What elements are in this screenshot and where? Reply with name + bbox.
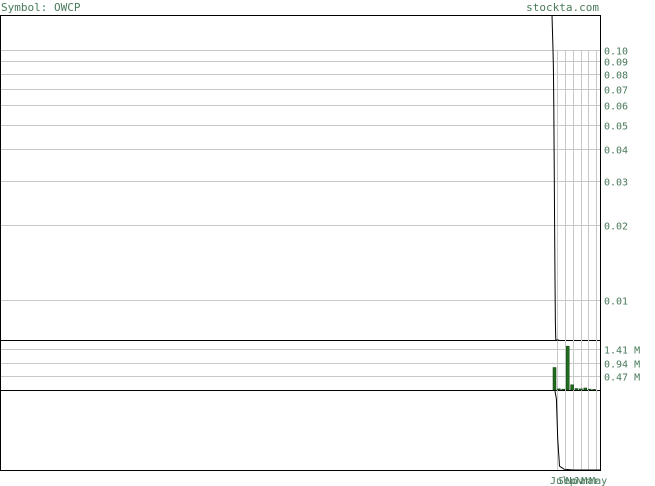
price-tick-label: 0.03 bbox=[604, 178, 628, 189]
site-name: stockta.com bbox=[526, 1, 599, 14]
symbol-label: Symbol: OWCP bbox=[1, 1, 81, 14]
volume-bar bbox=[579, 388, 583, 391]
volume-tick-label: 0.94 M bbox=[604, 360, 640, 371]
volume-tick-label: 1.41 M bbox=[604, 346, 640, 357]
x-axis-label: Sep bbox=[558, 476, 576, 486]
x-axis-label: Mar bbox=[581, 476, 599, 486]
volume-bar bbox=[570, 384, 574, 391]
time-gridlines bbox=[557, 50, 597, 470]
price-tick-label: 0.08 bbox=[604, 71, 628, 82]
volume-bar bbox=[561, 388, 566, 391]
indicator-panel-frame bbox=[0, 390, 601, 471]
volume-bar bbox=[557, 388, 561, 391]
price-tick-label: 0.09 bbox=[604, 58, 628, 69]
volume-bar bbox=[583, 387, 588, 391]
volume-gridlines bbox=[1, 349, 600, 377]
x-axis-label: Nov bbox=[566, 476, 584, 486]
x-axis-label: May bbox=[589, 476, 607, 486]
indicator-line-group bbox=[554, 390, 600, 471]
price-tick-label: 0.05 bbox=[604, 122, 628, 133]
volume-bar bbox=[565, 345, 570, 391]
volume-bar bbox=[587, 388, 592, 391]
price-tick-label: 0.02 bbox=[604, 222, 628, 233]
volume-panel-frame bbox=[0, 340, 601, 391]
price-tick-label: 0.10 bbox=[604, 47, 628, 58]
volume-bar bbox=[592, 389, 596, 391]
price-tick-label: 0.01 bbox=[604, 297, 628, 308]
price-series-line bbox=[551, 14, 559, 341]
volume-tick-label: 0.47 M bbox=[604, 373, 640, 384]
price-tick-label: 0.06 bbox=[604, 102, 628, 113]
volume-tick-labels: 1.41 M 0.94 M 0.47 M bbox=[604, 346, 640, 384]
price-tick-label: 0.07 bbox=[604, 86, 628, 97]
price-gridlines bbox=[1, 50, 600, 301]
volume-bar bbox=[552, 367, 557, 391]
indicator-series-line bbox=[554, 390, 600, 471]
x-axis-label: Jul bbox=[550, 476, 568, 486]
price-panel-frame bbox=[0, 15, 601, 341]
price-tick-labels: 0.100.09 0.08 0.07 0.06 0.05 0.04 0.03 0.02 0.01 bbox=[604, 47, 628, 308]
x-axis-label: Jan bbox=[573, 476, 591, 486]
volume-bar bbox=[574, 388, 579, 391]
price-tick-label: 0.04 bbox=[604, 146, 628, 157]
volume-bars bbox=[552, 345, 596, 391]
price-line-group bbox=[551, 14, 559, 341]
